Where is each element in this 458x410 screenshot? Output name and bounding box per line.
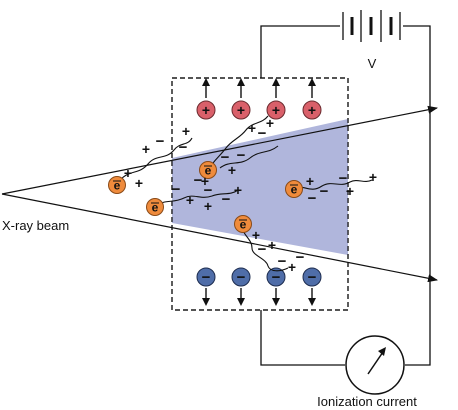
x-ray-beam-label: X-ray beam <box>2 218 69 233</box>
plus-sign: + <box>288 259 296 275</box>
minus-sign: − <box>278 253 287 270</box>
minus-sign: − <box>339 170 348 187</box>
minus-sign: − <box>308 190 317 207</box>
positive-ion: + <box>302 78 322 120</box>
electron-track <box>116 137 193 185</box>
svg-text:+: + <box>202 102 210 118</box>
minus-sign: − <box>221 149 230 166</box>
minus-sign: − <box>204 182 213 199</box>
svg-text:−: − <box>237 269 246 286</box>
plus-sign: + <box>266 115 274 131</box>
plus-sign: + <box>248 120 256 136</box>
minus-sign: − <box>296 249 305 266</box>
svg-text:−: − <box>272 269 281 286</box>
plus-sign: + <box>142 141 150 157</box>
electron: e <box>199 161 217 179</box>
circuit-wiring <box>260 25 431 366</box>
minus-sign: − <box>222 191 231 208</box>
plus-sign: + <box>124 165 132 181</box>
negative-ion: − <box>302 267 322 306</box>
electron-tracks <box>116 115 373 272</box>
svg-text:+: + <box>308 102 316 118</box>
electron-track <box>241 223 289 272</box>
minus-sign: − <box>258 241 267 258</box>
plus-sign: + <box>369 169 377 185</box>
electron-track <box>207 115 269 171</box>
ion-chamber-outline <box>171 77 349 311</box>
negative-ion: − <box>266 267 286 306</box>
plus-sign: + <box>306 173 314 189</box>
electron: e <box>108 176 126 194</box>
plus-sign: + <box>201 173 209 189</box>
svg-text:e: e <box>291 183 298 197</box>
svg-text:e: e <box>152 201 159 215</box>
electron-track <box>293 179 373 190</box>
charge-signs: + − − + + + − + − + − + − − + + − + − + … <box>124 115 377 275</box>
svg-text:−: − <box>308 269 317 286</box>
plus-sign: + <box>204 198 212 214</box>
wire-bottom <box>260 310 345 366</box>
svg-text:−: − <box>202 269 211 286</box>
minus-sign: − <box>320 183 329 200</box>
voltage-label: V <box>368 56 377 71</box>
beam-region <box>172 119 348 255</box>
negative-ion: − <box>196 267 216 306</box>
minus-sign: − <box>258 125 267 142</box>
plus-sign: + <box>135 175 143 191</box>
plus-sign: + <box>268 237 276 253</box>
positive-ion: + <box>196 78 216 120</box>
beam-lower-edge <box>1 193 438 283</box>
wire-right <box>403 25 431 366</box>
minus-sign: − <box>237 147 246 164</box>
minus-sign: − <box>156 133 165 150</box>
beam-upper-edge <box>1 105 438 195</box>
minus-sign: − <box>172 181 181 198</box>
plus-sign: + <box>186 192 194 208</box>
plus-sign: + <box>182 123 190 139</box>
svg-text:e: e <box>114 179 121 193</box>
electron-group: e e e e e <box>108 161 303 233</box>
positive-ion-row: + + + + <box>196 78 322 120</box>
electron-track <box>154 189 239 208</box>
electron: e <box>146 198 164 216</box>
plus-sign: + <box>234 182 242 198</box>
ionization-current-label: Ionization current <box>317 394 417 409</box>
plus-sign: + <box>346 183 354 199</box>
svg-text:+: + <box>272 102 280 118</box>
negative-ion-row: − − − − <box>196 267 322 306</box>
positive-ion: + <box>266 78 286 120</box>
negative-ion: − <box>231 267 251 306</box>
minus-sign: − <box>194 172 203 189</box>
electron-track <box>219 145 279 169</box>
electron: e <box>285 180 303 198</box>
plus-sign: + <box>252 227 260 243</box>
plus-sign: + <box>228 162 236 178</box>
minus-sign: − <box>179 139 188 156</box>
svg-text:+: + <box>237 102 245 118</box>
ammeter-icon <box>345 335 405 395</box>
svg-text:e: e <box>240 218 247 232</box>
battery-icon <box>342 10 401 42</box>
electron: e <box>234 215 252 233</box>
positive-ion: + <box>231 78 251 120</box>
wire-left-top <box>260 25 340 78</box>
svg-text:e: e <box>205 164 212 178</box>
